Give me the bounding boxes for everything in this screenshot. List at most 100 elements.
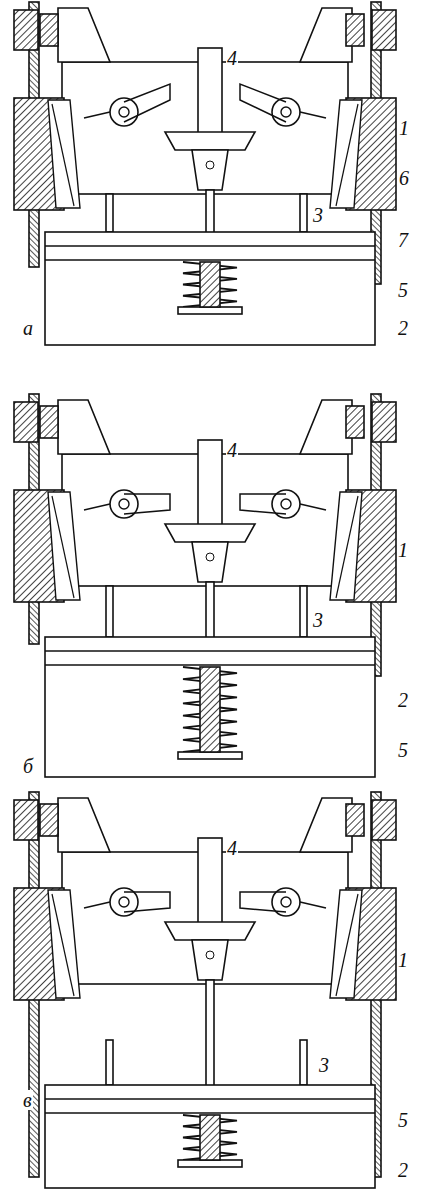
link-pin <box>206 161 214 169</box>
beam-band <box>45 1112 375 1113</box>
wedge-jaw <box>48 100 80 208</box>
pivot-pin <box>119 107 129 117</box>
rope-clamp <box>346 804 364 836</box>
wedge-line <box>336 104 358 206</box>
beam-band <box>45 664 375 665</box>
pull-rod <box>106 586 113 637</box>
callout-number: 5 <box>397 280 409 300</box>
lever-arm <box>300 112 326 118</box>
callout-number: 3 <box>312 610 324 630</box>
callout-number: 2 <box>397 318 409 338</box>
pull-rod <box>300 1040 307 1085</box>
view-letter: б <box>22 756 34 776</box>
pivot-pin <box>281 107 291 117</box>
wedge-line <box>52 894 74 996</box>
wedge-bracket <box>300 798 352 852</box>
pivot-pin <box>281 499 291 509</box>
spring-plate <box>178 1160 242 1167</box>
rope-clamp <box>372 800 396 840</box>
callout-number: 5 <box>397 1110 409 1130</box>
view-letter: в <box>22 1090 33 1110</box>
pull-rod <box>300 194 307 232</box>
pivot-pin <box>119 499 129 509</box>
pivot-pin <box>119 897 129 907</box>
rope-clamp <box>372 10 396 50</box>
rope-clamp <box>14 10 38 50</box>
yoke <box>165 524 255 542</box>
spring-plate <box>178 307 242 314</box>
rope-clamp <box>14 800 38 840</box>
lever-arm <box>124 84 170 122</box>
callout-number: 1 <box>397 950 409 970</box>
callout-number: 7 <box>397 230 409 250</box>
callout-number: 3 <box>318 1055 330 1075</box>
spring-coil <box>183 262 237 307</box>
link-pin <box>206 951 214 959</box>
pivot-pin <box>281 897 291 907</box>
lever-arm <box>124 892 170 912</box>
beam-band <box>45 259 375 260</box>
callout-number: 3 <box>312 205 324 225</box>
lever-arm <box>84 902 110 908</box>
callout-number: 2 <box>397 690 409 710</box>
beam-band <box>45 650 375 651</box>
wedge-jaw <box>330 492 362 600</box>
mechanism-view <box>14 394 396 777</box>
wedge-bracket <box>300 8 352 62</box>
callout-number: 5 <box>397 740 409 760</box>
crossbeam <box>45 232 375 345</box>
wedge-jaw <box>330 890 362 998</box>
wedge-jaw <box>330 100 362 208</box>
pull-rod <box>106 194 113 232</box>
link-pin <box>206 553 214 561</box>
lever-arm <box>300 504 326 510</box>
wedge-line <box>52 104 74 206</box>
lever-arm <box>124 494 170 514</box>
view-letter: а <box>22 318 34 338</box>
spring-plate <box>178 752 242 759</box>
crossbeam <box>45 637 375 777</box>
lever-arm <box>300 902 326 908</box>
beam-band <box>45 1098 375 1099</box>
rope-clamp <box>346 14 364 46</box>
mechanism-view <box>14 792 396 1188</box>
callout-number: 6 <box>398 168 410 188</box>
wedge-bracket <box>58 400 110 454</box>
wedge-bracket <box>58 798 110 852</box>
rope-clamp <box>40 14 58 46</box>
rope-clamp <box>14 402 38 442</box>
rope-clamp <box>40 406 58 438</box>
wedge-jaw <box>48 492 80 600</box>
lever-arm <box>240 84 286 122</box>
callout-number: 4 <box>226 48 238 68</box>
rope-clamp <box>346 406 364 438</box>
wedge-line <box>336 894 358 996</box>
wedge-bracket <box>58 8 110 62</box>
wedge-jaw <box>48 890 80 998</box>
lever-arm <box>240 494 286 514</box>
spring-cup <box>200 667 220 752</box>
wedge-bracket <box>300 400 352 454</box>
yoke <box>165 132 255 150</box>
spring-coil <box>183 667 237 752</box>
callout-number: 4 <box>226 440 238 460</box>
lever-arm <box>84 112 110 118</box>
callout-number: 2 <box>397 1160 409 1180</box>
link <box>192 150 228 190</box>
lever-arm <box>240 892 286 912</box>
mechanism-view <box>14 2 396 345</box>
beam-band <box>45 245 375 246</box>
rope-clamp <box>372 402 396 442</box>
pull-rod <box>300 586 307 637</box>
wedge-line <box>336 496 358 598</box>
callout-number: 4 <box>226 838 238 858</box>
lever-arm <box>84 504 110 510</box>
wedge-line <box>52 496 74 598</box>
callout-number: 1 <box>397 540 409 560</box>
callout-number: 1 <box>398 118 410 138</box>
crossbeam <box>45 1085 375 1188</box>
pull-rod <box>106 1040 113 1085</box>
yoke <box>165 922 255 940</box>
